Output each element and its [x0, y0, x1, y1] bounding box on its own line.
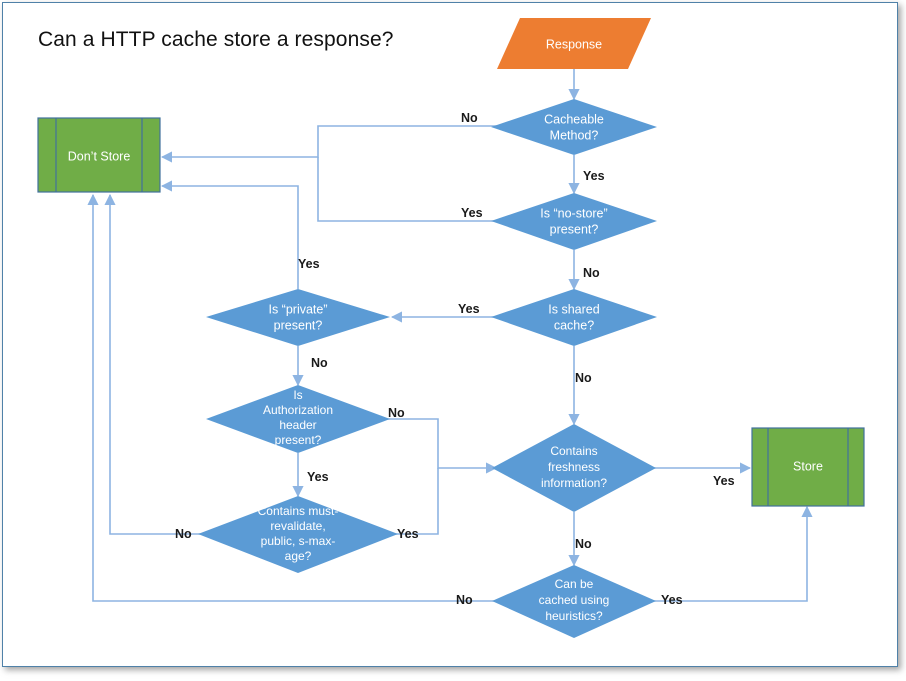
edge-authorization-no-to-freshness	[381, 418, 498, 474]
node-can-be-cached-using-heuristics-line1: Can be	[555, 577, 594, 591]
node-dont-store-label: Don’t Store	[68, 149, 131, 163]
edge-label-cacheable-yes: Yes	[583, 169, 605, 183]
edge-label-cacheable-no: No	[461, 111, 478, 125]
node-contains-freshness-information-line1: Contains	[550, 444, 597, 458]
diamond-shape	[206, 289, 390, 346]
diamond-shape	[491, 289, 657, 346]
edge-label-nostore-yes: Yes	[461, 206, 483, 220]
edge-label-freshness-yes: Yes	[713, 474, 735, 488]
diamond-shape	[492, 565, 656, 638]
edge-label-authorization-yes: Yes	[307, 470, 329, 484]
edge-cacheable-no-to-dontstore	[160, 125, 502, 163]
node-is-authorization-header-present[interactable]: Is Authorization header present?	[206, 385, 390, 453]
node-can-be-cached-using-heuristics-line2: cached using	[539, 593, 610, 607]
node-contains-must-revalidate-line4: age?	[285, 549, 312, 563]
node-is-shared-cache-line2: cache?	[554, 318, 594, 332]
node-contains-freshness-information-line2: freshness	[548, 460, 600, 474]
node-is-no-store-present-line2: present?	[550, 222, 599, 236]
edge-label-mustrevalidate-yes: Yes	[397, 527, 419, 541]
edge-label-private-no: No	[311, 356, 328, 370]
edge-label-shared-no: No	[575, 371, 592, 385]
node-cacheable-method[interactable]: Cacheable Method?	[491, 99, 657, 155]
node-dont-store[interactable]: Don’t Store	[37, 117, 161, 193]
node-is-private-present-line2: present?	[274, 318, 323, 332]
node-can-be-cached-using-heuristics[interactable]: Can be cached using heuristics?	[492, 565, 656, 638]
node-contains-must-revalidate-line2: revalidate,	[270, 519, 325, 533]
node-is-private-present-line1: Is “private”	[268, 302, 327, 316]
edge-label-heuristics-yes: Yes	[661, 593, 683, 607]
node-contains-freshness-information-line3: information?	[541, 476, 607, 490]
node-contains-must-revalidate-line1: Contains must-	[258, 504, 339, 518]
node-contains-must-revalidate-line3: public, s-max-	[261, 534, 336, 548]
node-store-label: Store	[793, 459, 823, 473]
edge-nostore-yes-to-dontstore	[317, 157, 502, 222]
node-cacheable-method-line2: Method?	[550, 128, 599, 142]
edge-label-freshness-no: No	[575, 537, 592, 551]
node-store[interactable]: Store	[751, 427, 865, 507]
predefined-process-shape	[751, 427, 865, 507]
node-response[interactable]: Response	[497, 18, 651, 69]
edge-heuristics-no-to-dontstore	[87, 193, 496, 602]
diamond-shape	[491, 193, 657, 250]
node-response-label: Response	[546, 37, 602, 51]
node-cacheable-method-line1: Cacheable	[544, 112, 604, 126]
node-can-be-cached-using-heuristics-line3: heuristics?	[545, 609, 603, 623]
edge-label-nostore-no: No	[583, 266, 600, 280]
edge-label-shared-yes: Yes	[458, 302, 480, 316]
edge-label-authorization-no: No	[388, 406, 405, 420]
node-is-authorization-header-present-line4: present?	[275, 433, 322, 447]
diamond-shape	[491, 99, 657, 155]
page-title: Can a HTTP cache store a response?	[38, 28, 394, 51]
node-is-authorization-header-present-line1: Is	[293, 388, 302, 402]
node-is-authorization-header-present-line3: header	[279, 418, 316, 432]
edge-mustrevalidate-yes-to-freshness	[391, 468, 439, 535]
edge-private-yes-to-dontstore	[160, 180, 299, 289]
node-is-no-store-present[interactable]: Is “no-store” present?	[491, 193, 657, 250]
diamond-shape	[492, 424, 656, 512]
connectors	[87, 69, 813, 602]
node-contains-must-revalidate[interactable]: Contains must- revalidate, public, s-max…	[198, 496, 398, 573]
edge-label-mustrevalidate-no: No	[175, 527, 192, 541]
edge-heuristics-yes-to-store	[652, 505, 813, 602]
node-is-private-present[interactable]: Is “private” present?	[206, 289, 390, 346]
parallelogram-shape	[497, 18, 651, 69]
node-contains-freshness-information[interactable]: Contains freshness information?	[492, 424, 656, 512]
edge-label-heuristics-no: No	[456, 593, 473, 607]
node-is-shared-cache-line1: Is shared	[548, 302, 599, 316]
edge-labels: No Yes Yes No Yes No Yes No No Yes No Ye…	[175, 111, 735, 607]
edge-label-private-yes: Yes	[298, 257, 320, 271]
node-is-no-store-present-line1: Is “no-store”	[540, 206, 607, 220]
edge-mustrevalidate-no-to-dontstore	[104, 193, 205, 535]
page-frame	[2, 2, 898, 667]
node-is-authorization-header-present-line2: Authorization	[263, 403, 333, 417]
predefined-process-shape	[37, 117, 161, 193]
diamond-shape	[206, 385, 390, 453]
node-is-shared-cache[interactable]: Is shared cache?	[491, 289, 657, 346]
diamond-shape	[198, 496, 398, 573]
